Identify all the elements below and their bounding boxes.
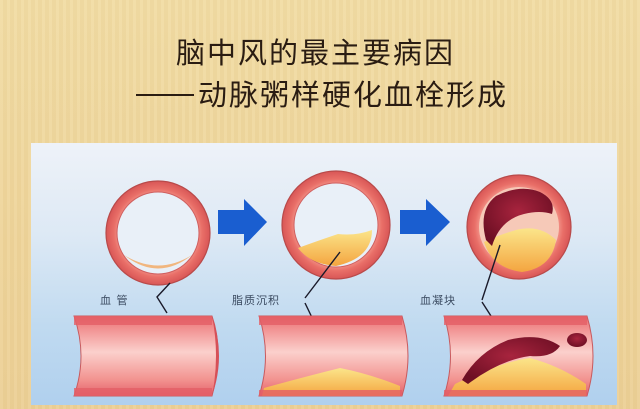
lipid-deposit-longitudinal	[258, 315, 409, 397]
em-dash	[136, 94, 194, 96]
title-line-2: 动脉粥样硬化血栓形成	[136, 72, 640, 114]
blood-clot-longitudinal	[443, 315, 594, 397]
arrow-right-icon	[400, 199, 450, 246]
title-line-2-text: 动脉粥样硬化血栓形成	[198, 78, 509, 112]
normal-vessel-longitudinal	[73, 315, 219, 397]
lipid-deposit-cross-section	[281, 170, 391, 280]
label-lipid-deposit: 脂质沉积	[232, 294, 280, 307]
arrow-right-icon	[218, 199, 267, 246]
label-blood-clot: 血凝块	[420, 294, 456, 307]
label-vessel: 血 管	[100, 294, 129, 307]
normal-vessel-cross-section	[105, 180, 211, 286]
title-line-1: 脑中风的最主要病因	[176, 36, 456, 70]
blood-clot-cross-section	[466, 174, 572, 280]
